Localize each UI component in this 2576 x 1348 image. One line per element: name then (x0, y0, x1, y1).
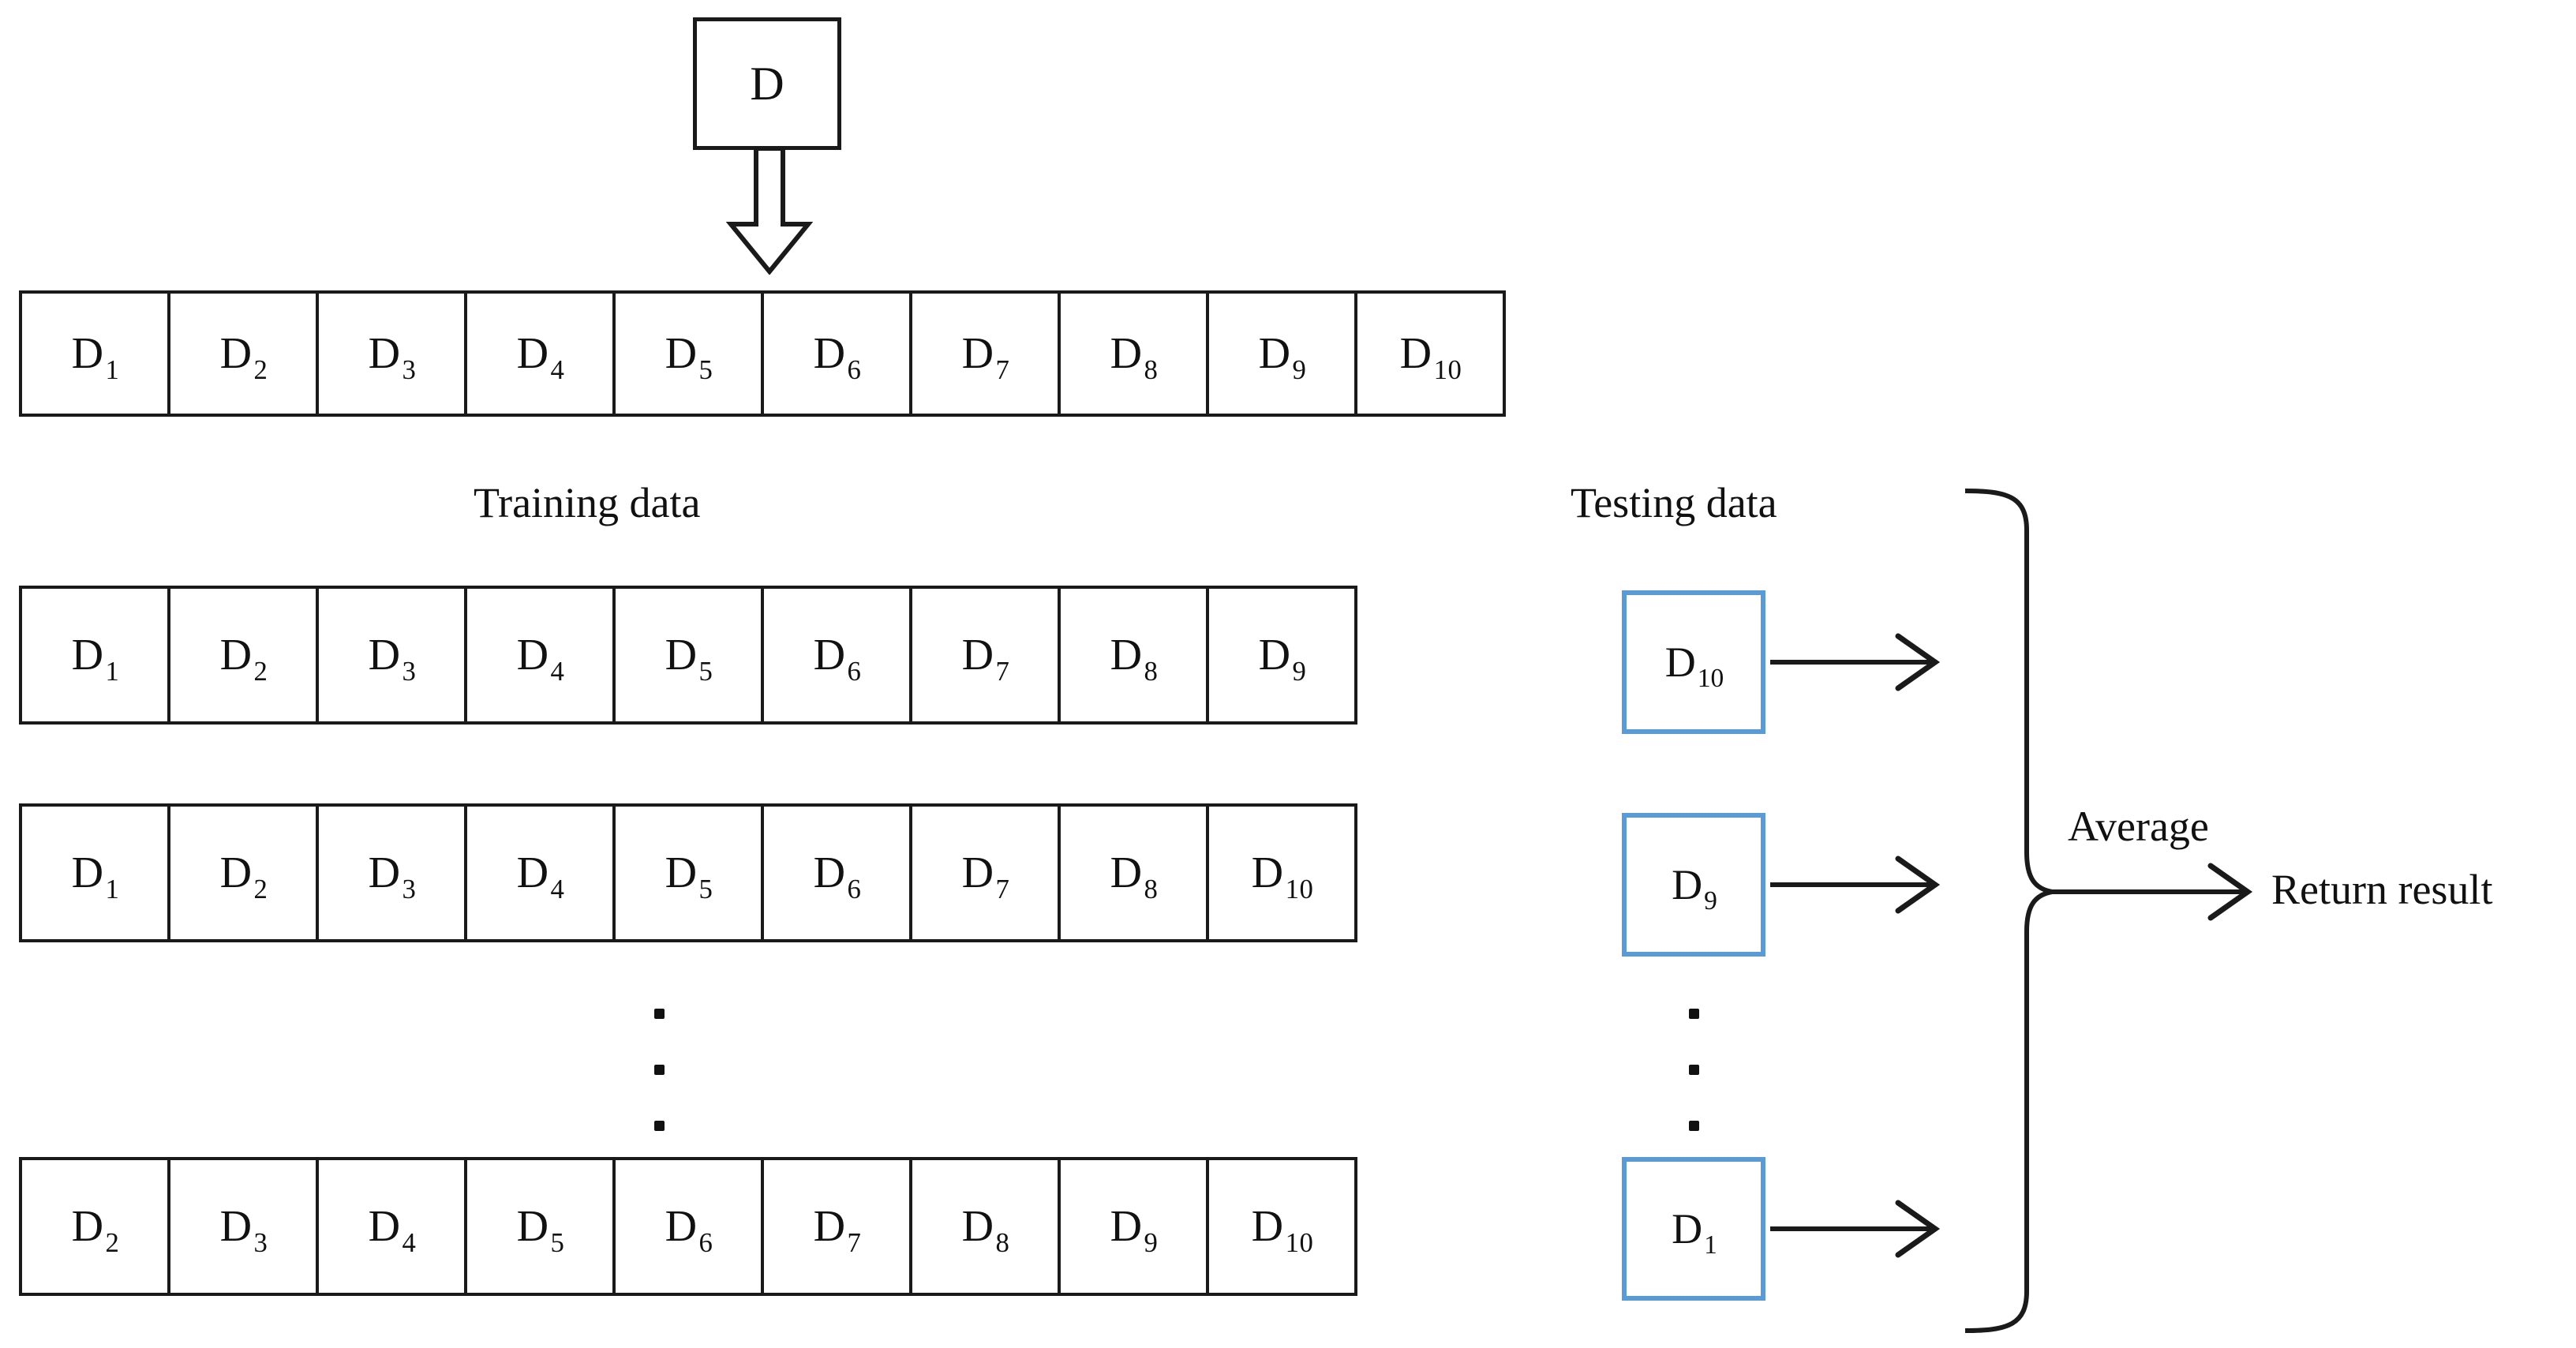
fold-cell: D7 (761, 1157, 912, 1296)
fold-cell: D7 (909, 586, 1061, 725)
fold-cell-label: D7 (961, 631, 1010, 687)
source-dataset-label: D (750, 58, 784, 110)
fold-cell-label: D1 (71, 631, 120, 687)
fold-cell: D6 (761, 586, 912, 725)
fold-cell-label: D6 (665, 1202, 713, 1258)
fold-cell: D2 (167, 803, 319, 942)
fold-cell-label: D5 (665, 848, 713, 904)
testing-arrow (1770, 856, 1941, 914)
fold-cell: D4 (316, 1157, 467, 1296)
fold-cell: D2 (19, 1157, 170, 1296)
fold-cell: D5 (612, 586, 764, 725)
fold-cell: D8 (1058, 290, 1209, 417)
fold-cell: D6 (612, 1157, 764, 1296)
fold-cell: D8 (1058, 586, 1209, 725)
fold-cell: D8 (1058, 803, 1209, 942)
fold-cell: D6 (761, 290, 912, 417)
fold-cell-label: D2 (219, 329, 268, 385)
testing-fold-box: D10 (1622, 590, 1765, 734)
fold-cell-label: D2 (219, 631, 268, 687)
testing-fold-label: D10 (1664, 638, 1724, 693)
fold-cell-label: D7 (961, 329, 1010, 385)
fold-cell: D8 (909, 1157, 1061, 1296)
fold-cell: D10 (1206, 1157, 1357, 1296)
fold-cell-label: D2 (219, 848, 268, 904)
fold-cell: D9 (1058, 1157, 1209, 1296)
source-dataset-box: D (693, 17, 841, 150)
return-result-label: Return result (2271, 866, 2493, 913)
down-block-arrow-icon (725, 146, 814, 275)
fold-cell-label: D6 (813, 848, 862, 904)
fold-cell-label: D4 (516, 631, 565, 687)
fold-cell: D9 (1206, 290, 1357, 417)
fold-cell: D6 (761, 803, 912, 942)
fold-cell-label: D5 (516, 1202, 565, 1258)
full-dataset-row: D1 D2 D3 D4 D5 D6 D7 D8 D9 D10 (19, 290, 1506, 417)
fold-cell-label: D9 (1258, 329, 1307, 385)
fold-cell: D1 (19, 803, 170, 942)
fold-cell: D2 (167, 290, 319, 417)
fold-cell-label: D3 (368, 329, 417, 385)
training-data-label: Training data (474, 479, 701, 526)
testing-arrow (1770, 633, 1941, 691)
fold-cell-label: D7 (813, 1202, 862, 1258)
fold-cell: D7 (909, 803, 1061, 942)
fold-cell: D7 (909, 290, 1061, 417)
testing-data-label: Testing data (1571, 479, 1777, 526)
fold-cell-label: D4 (516, 329, 565, 385)
testing-vertical-ellipsis-icon (1685, 1009, 1702, 1131)
training-fold-row: D1 D2 D3 D4 D5 D6 D7 D8 D10 (19, 803, 1357, 942)
fold-cell: D3 (316, 586, 467, 725)
training-vertical-ellipsis-icon (650, 1009, 668, 1131)
fold-cell-label: D8 (1110, 848, 1159, 904)
fold-cell-label: D2 (71, 1202, 120, 1258)
fold-cell-label: D3 (368, 631, 417, 687)
fold-cell-label: D1 (71, 848, 120, 904)
fold-cell: D4 (464, 290, 616, 417)
fold-cell: D5 (464, 1157, 616, 1296)
fold-cell-label: D4 (516, 848, 565, 904)
fold-cell-label: D1 (71, 329, 120, 385)
return-result-arrow (2052, 863, 2253, 921)
fold-cell: D4 (464, 803, 616, 942)
fold-cell: D3 (316, 803, 467, 942)
fold-cell: D10 (1206, 803, 1357, 942)
fold-cell: D3 (316, 290, 467, 417)
fold-cell-label: D10 (1251, 848, 1314, 904)
fold-cell-label: D9 (1110, 1202, 1159, 1258)
fold-cell-label: D8 (961, 1202, 1010, 1258)
fold-cell: D3 (167, 1157, 319, 1296)
fold-cell-label: D8 (1110, 329, 1159, 385)
testing-fold-label: D1 (1672, 1205, 1717, 1260)
testing-fold-box: D9 (1622, 813, 1765, 957)
right-curly-brace (1964, 489, 2054, 1333)
fold-cell: D10 (1354, 290, 1506, 417)
fold-cell-label: D3 (368, 848, 417, 904)
training-fold-row: D1 D2 D3 D4 D5 D6 D7 D8 D9 (19, 586, 1357, 725)
fold-cell-label: D10 (1251, 1202, 1314, 1258)
fold-cell: D4 (464, 586, 616, 725)
fold-cell: D5 (612, 290, 764, 417)
fold-cell-label: D5 (665, 329, 713, 385)
average-label: Average (2068, 803, 2209, 850)
fold-cell: D2 (167, 586, 319, 725)
fold-cell-label: D8 (1110, 631, 1159, 687)
testing-fold-box: D1 (1622, 1157, 1765, 1301)
testing-fold-label: D9 (1672, 861, 1717, 916)
training-fold-row: D2 D3 D4 D5 D6 D7 D8 D9 D10 (19, 1157, 1357, 1296)
testing-arrow (1770, 1200, 1941, 1258)
fold-cell-label: D9 (1258, 631, 1307, 687)
fold-cell: D1 (19, 586, 170, 725)
fold-cell: D1 (19, 290, 170, 417)
fold-cell-label: D7 (961, 848, 1010, 904)
fold-cell-label: D5 (665, 631, 713, 687)
fold-cell: D9 (1206, 586, 1357, 725)
fold-cell: D5 (612, 803, 764, 942)
fold-cell-label: D4 (368, 1202, 417, 1258)
fold-cell-label: D10 (1399, 329, 1462, 385)
fold-cell-label: D6 (813, 329, 862, 385)
fold-cell-label: D3 (219, 1202, 268, 1258)
fold-cell-label: D6 (813, 631, 862, 687)
